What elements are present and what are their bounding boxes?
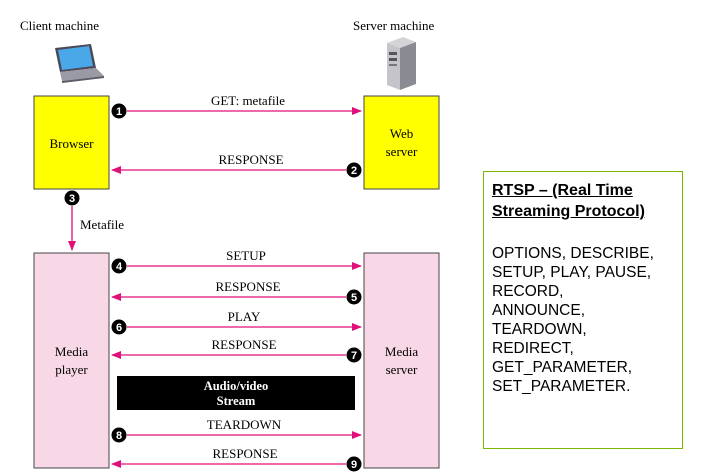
message-response-2: RESPONSE — [215, 279, 280, 294]
step-number-3: 3 — [69, 193, 75, 205]
step-badge-3: 3 — [64, 190, 80, 206]
message-setup: SETUP — [226, 248, 266, 263]
step-badge-9: 9 — [346, 456, 362, 472]
laptop-icon — [55, 44, 104, 83]
browser-box — [33, 95, 110, 190]
media-player-box — [33, 252, 110, 469]
media-player-label-line1: Media — [55, 344, 88, 359]
message-response-1: RESPONSE — [218, 152, 283, 167]
server-tower-icon — [387, 37, 416, 90]
step-badge-1: 1 — [111, 103, 127, 119]
step-number-1: 1 — [116, 106, 122, 118]
rtsp-title: RTSP – (Real Time Streaming Protocol) — [492, 182, 645, 220]
rtsp-method-line: REDIRECT, — [492, 340, 574, 357]
message-get-metafile: GET: metafile — [211, 93, 285, 108]
stream-label-line1: Audio/video — [204, 379, 269, 393]
step-number-9: 9 — [351, 459, 357, 471]
web-server-box — [363, 95, 440, 190]
step-badge-6: 6 — [111, 319, 127, 335]
message-response-4: RESPONSE — [212, 446, 277, 461]
media-server-box — [363, 252, 440, 469]
rtsp-method-line: TEARDOWN, — [492, 321, 587, 338]
rtsp-method-line: ANNOUNCE, — [492, 302, 586, 319]
web-server-label-line1: Web — [390, 126, 414, 141]
message-metafile: Metafile — [80, 217, 124, 232]
step-number-4: 4 — [116, 261, 123, 273]
rtsp-method-line: SETUP, PLAY, PAUSE, — [492, 264, 652, 281]
audio-video-stream-bar — [117, 376, 355, 410]
message-play: PLAY — [228, 309, 261, 324]
step-number-6: 6 — [116, 322, 122, 334]
message-teardown: TEARDOWN — [207, 417, 282, 432]
web-server-label-line2: server — [386, 144, 418, 159]
rtsp-method-line: OPTIONS, DESCRIBE, — [492, 245, 654, 262]
step-badge-8: 8 — [111, 427, 127, 443]
step-badge-2: 2 — [346, 162, 362, 178]
rtsp-info-box: RTSP – (Real Time Streaming Protocol) OP… — [483, 171, 683, 449]
rtsp-method-line: RECORD, — [492, 283, 564, 300]
stream-label-line2: Stream — [217, 394, 256, 408]
step-number-5: 5 — [351, 292, 357, 304]
step-badge-7: 7 — [346, 347, 362, 363]
media-server-label-line1: Media — [385, 344, 418, 359]
rtsp-method-line: SET_PARAMETER. — [492, 378, 631, 395]
media-player-label-line2: player — [55, 362, 88, 377]
media-server-label-line2: server — [386, 362, 418, 377]
message-response-3: RESPONSE — [211, 337, 276, 352]
server-machine-label: Server machine — [353, 18, 434, 33]
rtsp-method-line: GET_PARAMETER, — [492, 359, 633, 376]
step-number-8: 8 — [116, 430, 122, 442]
step-number-7: 7 — [351, 350, 357, 362]
step-number-2: 2 — [351, 165, 357, 177]
rtsp-methods-list: OPTIONS, DESCRIBE, SETUP, PLAY, PAUSE, R… — [492, 244, 674, 396]
client-machine-label: Client machine — [20, 18, 99, 33]
step-badge-4: 4 — [111, 258, 127, 274]
browser-label: Browser — [49, 136, 94, 151]
step-badge-5: 5 — [346, 289, 362, 305]
